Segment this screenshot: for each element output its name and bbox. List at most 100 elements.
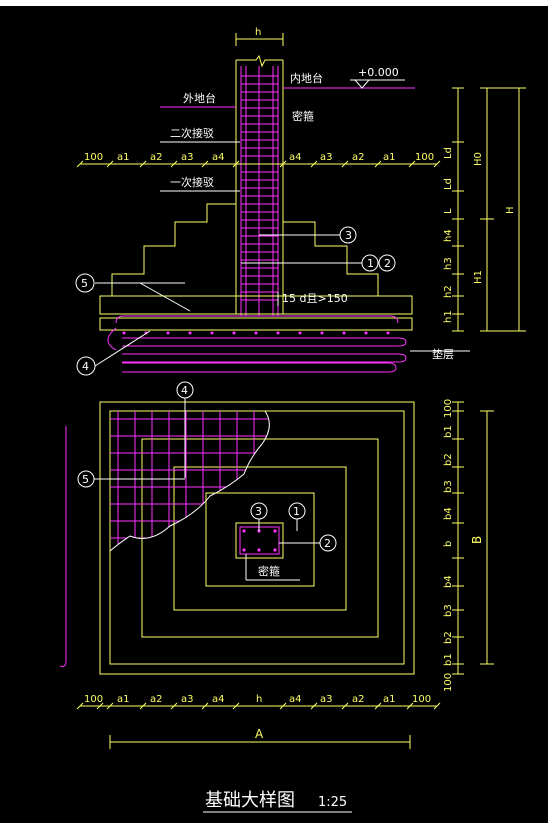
dim-tick [106,160,114,168]
sec-dim-2: a2 [150,152,163,163]
plan-rdim-9: b1 [443,653,454,666]
outer-ground-label: 外地台 [183,91,216,105]
plan-rdim-6: b4 [443,575,454,588]
plan-tag-2-circle [319,534,337,552]
sec-rdim-L: L [443,208,454,214]
dim-tick [201,160,209,168]
plan-bdim-1: a1 [117,694,130,705]
sec-dim-4: a4 [212,152,225,163]
plan-bdim-2: a2 [150,694,163,705]
plan-stirrup-label: 密箍 [258,564,280,578]
sec-tag-2: 2 [384,257,391,270]
dim-tick [232,160,240,168]
dim-tick [341,702,349,710]
column-width-label: h [255,27,261,38]
dim-tick [341,160,349,168]
plan-rdim-3: b3 [443,480,454,493]
sec-tag-5: 5 [81,277,88,290]
plan-view: 4 5 3 1 2 密箍 100 b1 b2 b3 b4 b b4 b3 b2 … [59,381,494,749]
dim-tick [406,702,414,710]
sec-tag-3: 3 [345,229,352,242]
base-rebar-dot [364,331,368,335]
sec-rdim-h1: h1 [443,310,454,323]
sec-rdim-H0: H0 [473,152,484,166]
dim-tick [433,160,441,168]
base-rebar-dot [254,331,258,335]
plan-tag-3-circle [250,502,268,520]
column-rebar [240,66,279,316]
sec-dim-7: a2 [352,152,365,163]
dim-tick [279,702,287,710]
elevation-symbol [354,79,371,89]
splice-1-label: 一次接驳 [170,175,214,189]
plan-rdim-7: b3 [443,604,454,617]
dim-tick [408,160,416,168]
base-rebar-dot [298,331,302,335]
tag-1-circle [361,254,379,272]
plan-total-A: A [255,727,264,741]
cad-canvas: h 内地台 外地台 +0.000 密箍 二次接驳 一次接驳 [0,6,548,823]
plan-tag-4-circle [176,381,194,399]
base-rebar-dot [320,331,324,335]
section-view: h 内地台 外地台 +0.000 密箍 二次接驳 一次接驳 [75,27,526,376]
plan-tag-2: 2 [324,537,331,550]
inner-ground-label: 内地台 [290,71,323,85]
sec-dim-5: a4 [289,152,302,163]
dim-tick [232,702,240,710]
base-rebar-dot [232,331,236,335]
plan-tag-3: 3 [255,505,262,518]
dim-tick [170,160,178,168]
sec-rdim-h2: h2 [443,285,454,298]
dim-tick [374,160,382,168]
sec-rdim-h4: h4 [443,229,454,242]
base-rebar-dot [122,331,126,335]
plan-rdim-5: b [443,541,454,547]
splice-2-label: 二次接驳 [170,126,214,140]
sec-rdim-h3: h3 [443,257,454,270]
plan-bdim-9: a1 [383,694,396,705]
dim-tick [96,702,104,710]
plan-bdim-5: h [256,694,262,705]
dim-tick [310,160,318,168]
dim-tick [139,160,147,168]
anchor-note: 15 d且>150 [282,292,348,305]
base-rebar-dot [210,331,214,335]
plan-rdim-4: b4 [443,507,454,520]
base-rebar-dot [188,331,192,335]
sec-dim-0: 100 [84,152,103,163]
plan-bdim-6: a4 [289,694,302,705]
plan-tag-4: 4 [181,384,188,397]
plan-bdim-8: a2 [352,694,365,705]
dim-tick [433,702,441,710]
plan-bdim-7: a3 [320,694,333,705]
plan-rdim-1: b1 [443,425,454,438]
sec-tag-4: 4 [82,360,89,373]
dim-tick [374,702,382,710]
plan-rdim-0: 100 [443,399,454,418]
sec-dim-8: a1 [383,152,396,163]
plan-break-line [109,410,270,552]
plan-outer-rect [99,401,415,675]
cushion-label: 垫层 [432,347,454,361]
sec-tag-1: 1 [367,257,374,270]
plan-tag-5-circle [77,470,95,488]
dim-tick [139,702,147,710]
plan-tag-5: 5 [82,473,89,486]
drawing-title: 基础大样图 [205,790,295,811]
sec-dim-3: a3 [181,152,194,163]
base-rebar [107,315,407,373]
cushion-layer [99,317,413,331]
sec-rdim-H1: H1 [473,270,484,284]
sec-rdim-Ld1: Ld [443,147,454,159]
sec-rdim-Ld2: Ld [443,178,454,190]
column-break-mark [236,54,283,68]
plan-bdim-3: a3 [181,694,194,705]
tag-4-circle [76,356,96,376]
dim-tick [201,702,209,710]
base-rebar-dot [386,331,390,335]
base-rebar-dot [166,331,170,335]
foundation-detail-drawing: h 内地台 外地台 +0.000 密箍 二次接驳 一次接驳 [59,27,526,813]
plan-rdim-2: b2 [443,453,454,466]
sec-rdim-H: H [505,206,516,214]
plan-rdim-10: 100 [443,673,454,692]
